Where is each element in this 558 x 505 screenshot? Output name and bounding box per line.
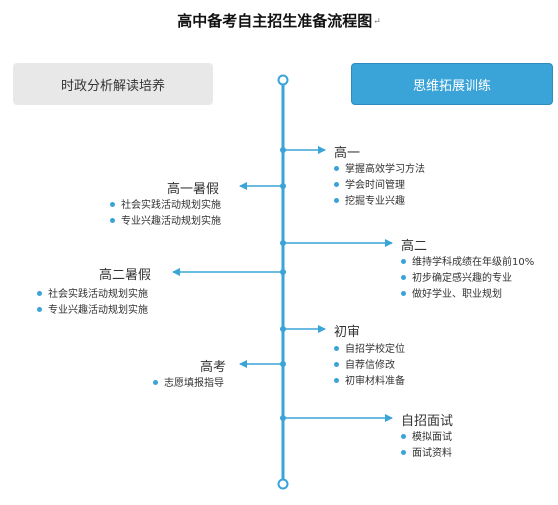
left-header-label: 时政分析解读培养 (60, 78, 165, 94)
return-mark-icon: ↵ (373, 17, 381, 27)
stage-label-gaoyi: 高一 (334, 146, 361, 161)
connector-chushen (280, 325, 326, 333)
bullet-dot-icon (153, 379, 158, 385)
list-item: 专业兴趣活动规划实施 (110, 215, 221, 229)
title-text: 高中备考自主招生准备流程图 (177, 12, 373, 30)
stage-label-interview: 自招面试 (401, 414, 454, 429)
stage-label-gaoyi-summer: 高一暑假 (167, 182, 220, 197)
right-header-label: 思维拓展训练 (412, 78, 491, 94)
list-item: 挖掘专业兴趣 (334, 195, 405, 209)
bullet-dot-icon (401, 274, 406, 280)
bullet-dot-icon (110, 201, 115, 207)
list-item: 维持学科成绩在年级前10% (401, 256, 534, 270)
bullet-dot-icon (334, 197, 339, 203)
list-item: 志愿填报指导 (153, 377, 224, 391)
stage-label-gaoer: 高二 (401, 239, 428, 254)
bullet-dot-icon (37, 290, 42, 296)
connector-gaoyi-summer (239, 182, 286, 190)
left-header-box: 时政分析解读培养 (13, 63, 213, 105)
stage-label-gaoer-summer: 高二暑假 (99, 268, 152, 283)
bullet-dot-icon (334, 345, 339, 351)
list-item: 模拟面试 (401, 431, 452, 445)
bullet-dot-icon (401, 258, 406, 264)
list-item: 自招学校定位 (334, 343, 405, 357)
list-item: 初步确定感兴趣的专业 (401, 272, 512, 286)
bullet-dot-icon (334, 181, 339, 187)
list-item: 社会实践活动规划实施 (110, 199, 221, 213)
bullet-dot-icon (401, 449, 406, 455)
list-item: 社会实践活动规划实施 (37, 288, 148, 302)
bullet-dot-icon (334, 361, 339, 367)
bullet-dot-icon (401, 433, 406, 439)
connector-gaoyi (280, 146, 326, 154)
list-item: 掌握高效学习方法 (334, 163, 425, 177)
stage-label-chushen: 初审 (334, 325, 361, 340)
right-header-box: 思维拓展训练 (351, 63, 553, 105)
connector-gaoer (280, 239, 393, 247)
connector-gaoer-summer (172, 268, 286, 276)
timeline-end-circle (277, 478, 289, 490)
bullet-dot-icon (334, 165, 339, 171)
timeline-start-circle (277, 74, 289, 86)
list-item: 自荐信修改 (334, 359, 395, 373)
list-item: 面试资料 (401, 447, 452, 461)
connector-interview (280, 414, 393, 422)
stage-label-gaokao: 高考 (200, 360, 227, 375)
bullet-dot-icon (401, 290, 406, 296)
list-item: 学会时间管理 (334, 179, 405, 193)
list-item: 做好学业、职业规划 (401, 288, 502, 302)
list-item: 专业兴趣活动规划实施 (37, 304, 148, 318)
list-item: 初审材料准备 (334, 375, 405, 389)
bullet-dot-icon (334, 377, 339, 383)
connector-gaokao (239, 360, 286, 368)
bullet-dot-icon (37, 306, 42, 312)
page-title: 高中备考自主招生准备流程图↵ (0, 10, 558, 31)
bullet-dot-icon (110, 217, 115, 223)
